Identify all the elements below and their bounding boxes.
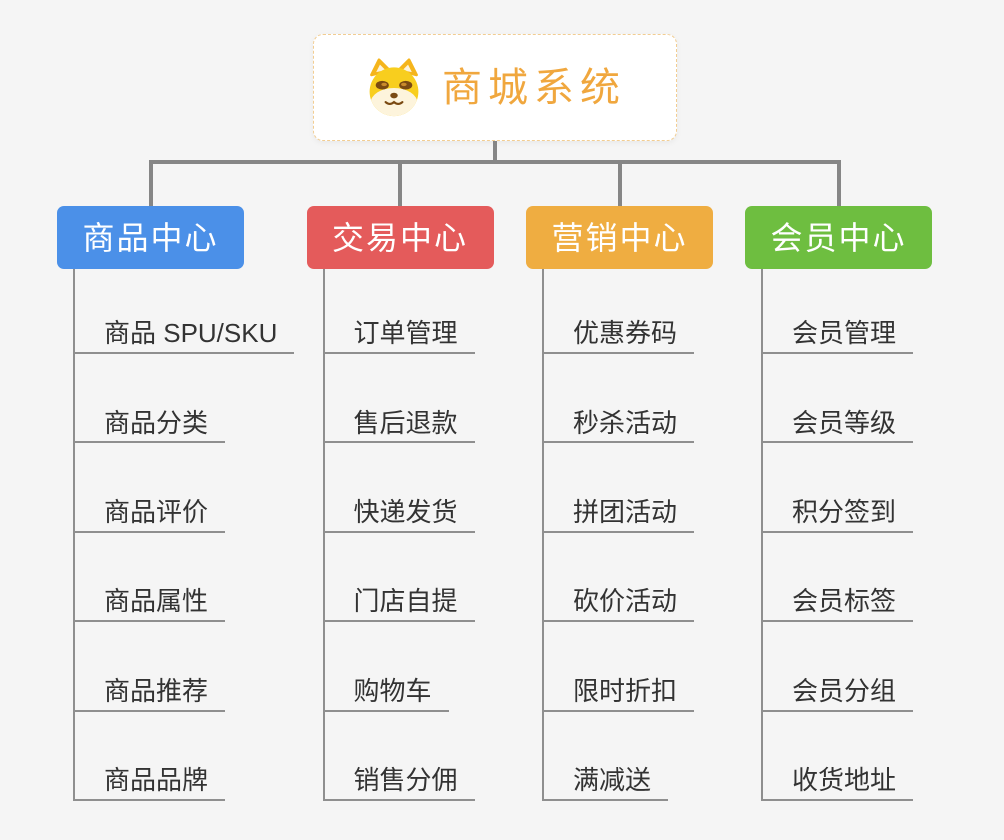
branch-item-label: 售后退款 (322, 408, 475, 444)
branch-header-trade-center[interactable]: 交易中心 (306, 206, 494, 269)
branch-item-label: 商品评价 (73, 497, 226, 533)
branch-item[interactable]: 积分签到 (761, 443, 914, 533)
branch-item[interactable]: 限时折扣 (542, 622, 695, 712)
branch-item-label: 购物车 (322, 676, 449, 712)
branch-item[interactable]: 满减送 (542, 712, 694, 801)
branch-item-label: 砍价活动 (542, 586, 695, 623)
branch-header-member-center[interactable]: 会员中心 (745, 206, 932, 269)
branch-item[interactable]: 售后退款 (322, 354, 475, 444)
branch-item-label: 会员等级 (761, 408, 914, 444)
root-title: 商城系统 (442, 65, 626, 110)
branch-drop-connector (148, 160, 153, 207)
branch-item[interactable]: 会员等级 (761, 354, 914, 444)
branch-items-column: 优惠券码秒杀活动拼团活动砍价活动限时折扣满减送 (542, 269, 695, 801)
branch-item[interactable]: 商品评价 (73, 443, 294, 533)
branch-bus-connector (148, 160, 841, 164)
branch-item-label: 会员分组 (761, 676, 914, 712)
branch-item-label: 商品 SPU/SKU (73, 318, 295, 354)
branch-item[interactable]: 商品推荐 (73, 622, 294, 712)
branch-drop-connector (398, 160, 402, 207)
root-node-mall-system[interactable]: 商城系统 (313, 34, 677, 141)
branch-header-product-center[interactable]: 商品中心 (57, 206, 244, 269)
branch-item-label: 优惠券码 (542, 318, 695, 354)
branch-item[interactable]: 会员管理 (761, 269, 914, 354)
branch-item[interactable]: 优惠券码 (542, 269, 695, 354)
branch-item[interactable]: 拼团活动 (542, 443, 695, 533)
branch-item[interactable]: 秒杀活动 (542, 354, 695, 444)
branch-item-label: 会员管理 (761, 318, 914, 354)
branch-item-label: 满减送 (542, 765, 669, 801)
branch-drop-connector (617, 160, 622, 207)
root-stem-connector (493, 141, 497, 164)
branch-item[interactable]: 购物车 (322, 622, 475, 712)
branch-item-label: 积分签到 (761, 497, 914, 533)
branch-item-label: 商品推荐 (73, 676, 226, 712)
branch-item-label: 秒杀活动 (542, 408, 695, 444)
branch-header-marketing-center[interactable]: 营销中心 (526, 206, 713, 269)
branch-item[interactable]: 会员标签 (761, 533, 914, 623)
branch-item-label: 商品品牌 (73, 765, 226, 801)
branch-item[interactable]: 商品分类 (73, 354, 294, 444)
branch-item[interactable]: 商品属性 (73, 533, 294, 623)
branch-item[interactable]: 门店自提 (322, 533, 475, 623)
branch-item-label: 收货地址 (761, 765, 914, 801)
branch-item[interactable]: 商品 SPU/SKU (73, 269, 295, 354)
branch-item-label: 商品分类 (73, 408, 226, 444)
branch-items-column: 商品 SPU/SKU 商品分类商品评价商品属性商品推荐商品品牌 (73, 269, 295, 801)
shiba-dog-icon (369, 57, 419, 116)
branch-item[interactable]: 商品品牌 (73, 712, 294, 801)
branch-item-label: 销售分佣 (322, 765, 475, 801)
branch-label: 商品中心 (82, 219, 219, 256)
branch-label: 交易中心 (331, 219, 468, 256)
branch-item[interactable]: 销售分佣 (322, 712, 475, 801)
branch-item-label: 拼团活动 (542, 497, 695, 533)
branch-item-label: 订单管理 (322, 318, 475, 354)
branch-item-label: 快递发货 (322, 497, 475, 533)
branch-item-label: 门店自提 (322, 586, 475, 623)
branch-item-label: 限时折扣 (542, 676, 695, 712)
branch-item[interactable]: 会员分组 (761, 622, 914, 712)
branch-item-label: 商品属性 (73, 586, 226, 623)
branch-item-label: 会员标签 (761, 586, 914, 623)
branch-drop-connector (836, 160, 841, 207)
branch-item[interactable]: 快递发货 (322, 443, 475, 533)
branch-label: 营销中心 (551, 219, 688, 256)
branch-item[interactable]: 订单管理 (322, 269, 475, 354)
branch-items-column: 订单管理售后退款快递发货门店自提购物车销售分佣 (322, 269, 475, 801)
branch-item[interactable]: 收货地址 (761, 712, 914, 801)
branch-label: 会员中心 (770, 219, 907, 256)
branch-item[interactable]: 砍价活动 (542, 533, 695, 623)
branch-items-column: 会员管理会员等级积分签到会员标签会员分组收货地址 (761, 269, 914, 801)
